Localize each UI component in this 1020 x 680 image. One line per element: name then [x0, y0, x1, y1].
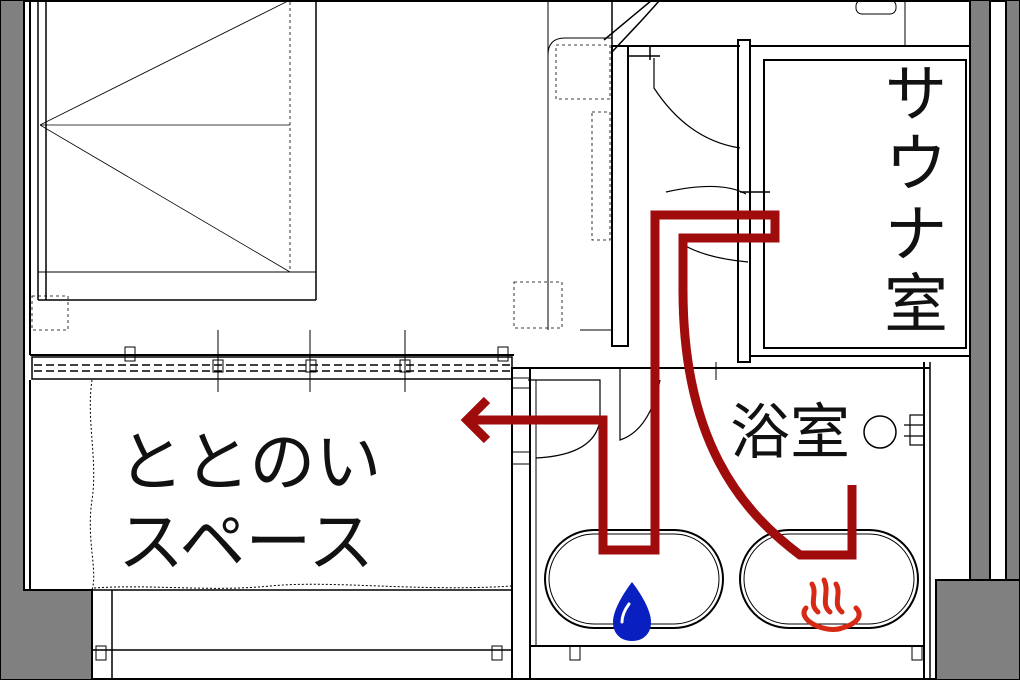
door-swing-sauna: [665, 185, 749, 263]
hot-spring-icon: [801, 577, 862, 632]
flow-route: [460, 210, 857, 560]
route-line: [470, 210, 857, 560]
sauna-label: サウナ室: [873, 60, 947, 340]
rest-space-label-line1: ととのい: [118, 424, 381, 501]
water-drop-icon: [613, 582, 651, 641]
water-drop-highlight: [620, 602, 631, 624]
washroom-area: [547, 0, 906, 331]
wall-right-edge: [1005, 0, 1020, 581]
corridor-walls: [611, 39, 770, 363]
bathroom: [511, 362, 931, 680]
sauna-room: [749, 45, 971, 357]
wall-right-strip: [969, 0, 991, 581]
arrow-left-icon: [460, 396, 491, 444]
faucet-fixture: [909, 414, 925, 446]
bath-label: 浴室: [730, 398, 850, 468]
rest-space: [29, 379, 923, 680]
door-swing-top: [653, 58, 741, 149]
bath-drain: [863, 415, 897, 449]
closet-area: [29, 0, 563, 355]
rest-space-label-line2: スペース: [118, 504, 374, 581]
wall-bottom-right: [935, 579, 1020, 680]
partition: [30, 330, 514, 392]
